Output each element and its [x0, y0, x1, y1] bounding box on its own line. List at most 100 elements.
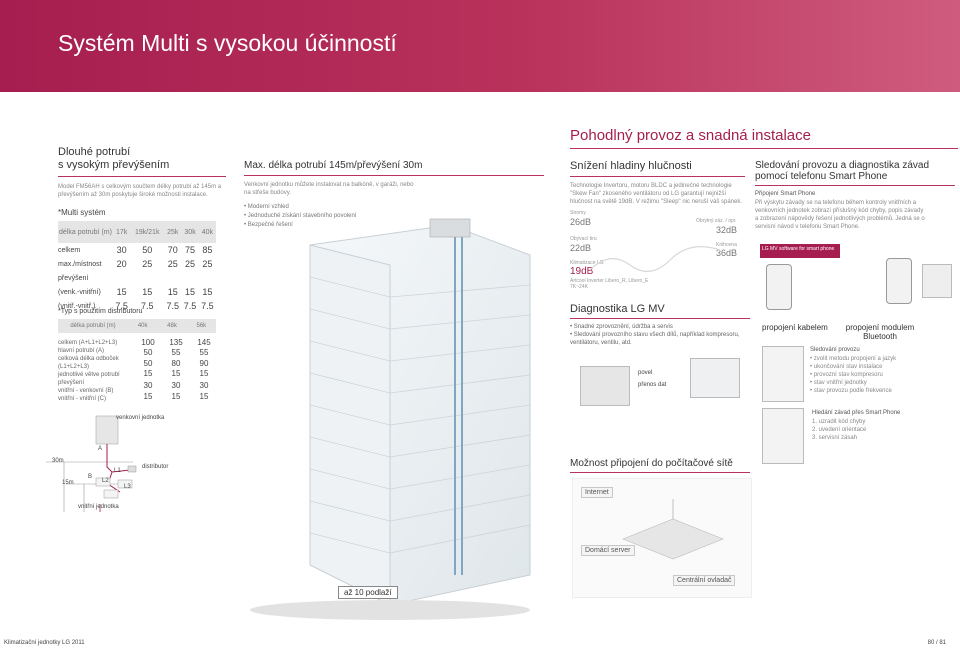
network-diagram: Internet Domácí server Centrální ovladač	[572, 478, 752, 598]
cell: 30	[116, 245, 127, 255]
list-item: 2. uvedení orientace	[812, 427, 867, 433]
building-illustration: až 10 podlaží	[240, 215, 540, 620]
multi-table: délka potrubí (m) 17k 19k/21k 25k 30k 40…	[58, 221, 216, 313]
middle-column: Max. délka potrubí 145m/převýšení 30m Ve…	[244, 160, 544, 230]
scale-label: Stromy	[570, 210, 586, 216]
left-intro: Model FM56AH s celkovým součtem délky po…	[58, 184, 222, 198]
distrib-row-label: hlavní potrubí (A)	[58, 348, 105, 354]
pipe-l1: L1	[114, 468, 121, 474]
scale-value: 26dB	[570, 217, 592, 227]
cell: 75	[185, 245, 196, 255]
cell: 15	[199, 391, 209, 401]
cell: 7.5	[183, 301, 197, 311]
list-item: • Sledování provozního stavu všech dílů,…	[570, 332, 740, 346]
app-label: LG MV software for smart phone	[760, 244, 840, 258]
noise-text: Technologie Invertoru, motoru BLDC a jed…	[570, 183, 743, 205]
list-item: • zvolit metodu propojení a jazyk	[810, 356, 897, 362]
bullet-text: Bezpečné řešení	[247, 222, 293, 228]
smart-list-title: Sledování provozu	[810, 347, 860, 353]
table-row: celkem 30 50 70 75 85	[58, 243, 216, 257]
footer-left: Klimatizační jednotky LG 2011	[4, 640, 85, 646]
multi-col: 17k	[113, 221, 131, 243]
network-block: Možnost připojení do počítačové sítě	[570, 458, 750, 473]
noise-block: Snížení hladiny hlučnosti Technologie In…	[570, 160, 745, 206]
scale-label: Knihovna	[716, 242, 737, 248]
conn-bluetooth: propojení modulem Bluetooth	[845, 323, 915, 341]
cell: 7.5	[201, 301, 214, 311]
smart-title-1: Sledování provozu a diagnostika závad	[755, 160, 930, 171]
cell: 70	[167, 245, 178, 255]
cell: 7.5	[140, 301, 154, 311]
phone-icon	[766, 264, 792, 310]
scale-label: Obývací tiru	[570, 236, 597, 242]
scale-value: 36dB	[716, 248, 738, 258]
noise-wave	[590, 246, 720, 272]
page-title: Systém Multi s vysokou účinností	[58, 30, 397, 56]
left-heading-2: s vysokým převýšením	[58, 159, 170, 171]
distrib-block: *Typ s použitím distributoru délka potru…	[58, 308, 226, 403]
outdoor-unit-icon	[580, 366, 630, 406]
lgmv-label-data: přenos dat	[638, 382, 667, 388]
multi-table-col-label: délka potrubí (m)	[58, 221, 113, 243]
pipe-l2: L2	[102, 478, 109, 484]
smart-phone-illustration: LG MV software for smart phone	[756, 244, 956, 316]
network-title: Možnost připojení do počítačové sítě	[570, 458, 733, 469]
distributor-shape	[127, 465, 137, 473]
cell: 50	[143, 358, 153, 368]
row-label: (vnitř.-vnitř.)	[58, 302, 96, 310]
scale-label: Klimatizace LG	[570, 260, 604, 266]
multi-col: 30k	[181, 221, 199, 243]
scale-value: 32dB	[716, 225, 738, 235]
scale-value: 22dB	[570, 243, 592, 253]
scale-value-lg: 19dB	[570, 266, 594, 277]
lgmv-divider	[570, 318, 750, 319]
indoor-unit-label: vnitřní jednotka	[78, 504, 119, 510]
page-header: Systém Multi s vysokou účinností	[0, 0, 960, 92]
distrib-col-label: délka potrubí (m)	[58, 319, 128, 333]
height-30m: 30m	[52, 458, 64, 464]
pipe-l3: L3	[124, 484, 131, 490]
outdoor-unit-label: venkovní jednotka	[116, 415, 165, 421]
cell: 20	[116, 259, 127, 269]
cell: 15	[171, 391, 181, 401]
distrib-row-label: vnitřní - vnitřní (C)	[58, 396, 107, 402]
noise-title: Snížení hladiny hlučnosti	[570, 160, 692, 172]
cell: 50	[142, 245, 153, 255]
conn-cable: propojení kabelem	[762, 323, 828, 332]
distrib-col: 48k	[157, 319, 187, 333]
floors-caption: až 10 podlaží	[338, 586, 398, 599]
smart-block: Sledování provozu a diagnostika závad po…	[755, 160, 955, 231]
right-section-divider	[570, 148, 958, 149]
lgmv-illustration: povel přenos dat	[580, 358, 750, 428]
cell: 15	[171, 368, 181, 378]
network-divider	[570, 472, 750, 473]
distrib-table: délka potrubí (m) 40k 48k 56k	[58, 319, 216, 333]
distrib-col: 56k	[186, 319, 216, 333]
distrib-row-label: celkem (A+L1+L2+L3)	[58, 340, 118, 346]
cell: 25	[202, 259, 213, 269]
cell: 80	[171, 358, 181, 368]
multi-col: 25k	[164, 221, 182, 243]
smart-screen-2	[762, 408, 804, 464]
fault-list: Hledání závad přes Smart Phone 1. uzradi…	[812, 410, 957, 442]
list-item: • Snadné zprovoznění, údržba a servis	[570, 324, 673, 330]
network-graphic	[622, 499, 724, 560]
smart-list: Sledování provozu • zvolit metodu propoj…	[810, 347, 955, 395]
smart-screen-1	[762, 346, 804, 402]
left-column: Dlouhé potrubí s vysokým převýšením Mode…	[58, 146, 226, 313]
cell: 30	[171, 381, 181, 391]
distrib-label: *Typ s použitím distributoru	[58, 308, 143, 315]
pipe-a: A	[98, 446, 103, 452]
multi-label: *Multi systém	[58, 208, 106, 217]
distrib-body: celkem (A+L1+L2+L3) hlavní potrubí (A) c…	[58, 338, 226, 403]
phone-icon	[886, 258, 912, 304]
cell: 55	[171, 348, 181, 358]
lgmv-label-cmd: povel	[638, 370, 653, 376]
left-heading-1: Dlouhé potrubí	[58, 146, 131, 158]
cell: 15	[167, 287, 178, 297]
cell: 15	[185, 287, 196, 297]
bullet-text: Moderní vzhled	[247, 204, 289, 210]
row-label: (venk.-vnitřní)	[58, 288, 101, 296]
cell: 135	[169, 338, 183, 347]
footer: Klimatizační jednotky LG 2011 80 / 81	[0, 640, 960, 650]
